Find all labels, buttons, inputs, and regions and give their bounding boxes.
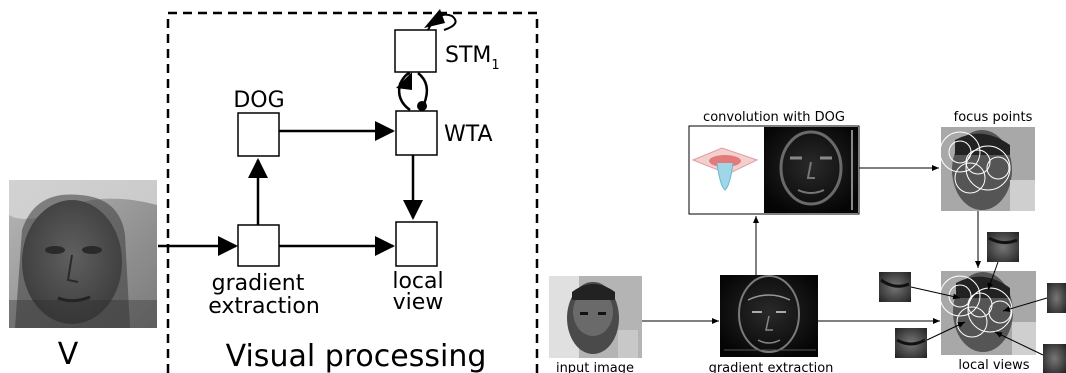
focus-points-image	[939, 127, 1035, 211]
stm-to-wta-arc	[417, 72, 429, 105]
wta-to-stm-arrowhead	[396, 72, 412, 90]
local-view-label-line2: view	[393, 290, 444, 315]
local-patch-right-bottom	[1043, 344, 1066, 373]
local-view-label-line1: local	[392, 269, 443, 294]
local-view-node	[395, 221, 438, 267]
arrow-patch-right-top	[1002, 297, 1048, 312]
input-label-v: V	[58, 337, 79, 372]
convolution-label: convolution with DOG	[703, 110, 845, 125]
stm-loop-arrowhead	[424, 9, 445, 28]
gradient-extraction-label: gradient extraction	[709, 361, 834, 373]
arrow-patch-left-top	[910, 286, 961, 300]
visual-processing-box	[166, 11, 539, 373]
input-face-photo	[9, 180, 157, 328]
focus-points-label: focus points	[954, 110, 1033, 125]
arrow-patch-left-bottom	[926, 321, 966, 341]
input-image-label: input image	[556, 361, 634, 373]
arrow-patch-right-bottom	[994, 331, 1044, 356]
stm-node	[394, 29, 437, 73]
dog-kernel-surface	[691, 147, 759, 191]
local-views-label: local views	[958, 358, 1029, 373]
local-views-image	[939, 271, 1036, 355]
gradient-label-line1: gradient	[212, 271, 305, 296]
gradient-extraction-image	[720, 275, 818, 357]
visual-processing-title: Visual processing	[226, 339, 487, 373]
input-image-thumb	[549, 276, 642, 358]
arrow-patch-top	[987, 261, 999, 291]
dog-label: DOG	[233, 88, 284, 113]
gradient-label-line2: extraction	[208, 294, 320, 319]
wta-node	[395, 110, 438, 156]
convolution-output-image	[764, 127, 858, 213]
inhibition-dot	[417, 101, 427, 111]
local-patch-right-top	[1047, 283, 1066, 313]
wta-label: WTA	[444, 122, 493, 147]
dog-node	[237, 112, 280, 157]
stm-label: STM1	[445, 43, 500, 73]
gradient-extraction-node	[237, 224, 280, 267]
local-patch-top	[987, 232, 1019, 262]
